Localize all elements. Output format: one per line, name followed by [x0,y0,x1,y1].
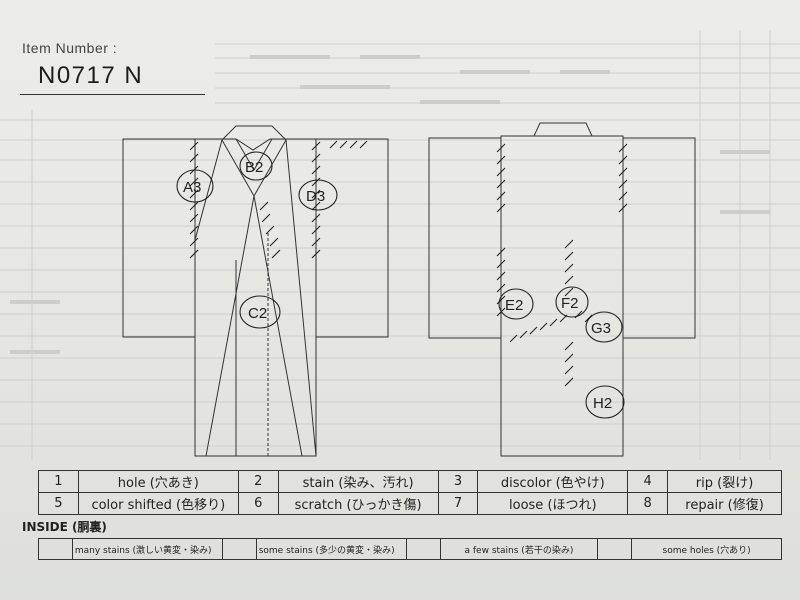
mark-a3-circle [176,169,214,203]
inside-option-label: a few stains (若干の染み) [439,538,599,560]
kimono-back-outline [428,122,696,457]
mark-f2-circle [555,286,589,318]
mark-h2-label: H2 [593,395,612,412]
kimono-front-outline [122,125,389,457]
legend-label: stain (染み、汚れ) [277,470,439,493]
legend-label: discolor (色やけ) [477,470,629,493]
mark-g3-circle [585,311,623,343]
legend-row: 5 color shifted (色移り) 6 scratch (ひっかき傷) … [38,492,782,515]
item-number-underline [20,94,205,95]
mark-c2-label: C2 [248,305,267,322]
item-number-value: N0717 N [38,62,144,89]
mark-b2-label: B2 [245,159,263,176]
mark-c2-circle [239,295,281,329]
back-damage-marks: E2 F2 G3 H2 [498,286,625,419]
mark-f2-label: F2 [561,295,579,312]
legend-number: 2 [237,470,279,493]
mark-h2-circle [585,385,625,419]
inside-check-box[interactable] [597,538,633,560]
legend-number: 7 [437,492,479,515]
inside-lining-heading: INSIDE (胴裏) [22,520,107,534]
legend-label: loose (ほつれ) [477,492,629,515]
inside-lining-row: many stains (激しい黄変・染み) some stains (多少の黄… [38,538,782,560]
legend-label: color shifted (色移り) [77,492,239,515]
inside-check-box[interactable] [221,538,257,560]
legend-label: rip (裂け) [667,470,782,493]
legend-row: 1 hole (穴あき) 2 stain (染み、汚れ) 3 discolor … [38,470,782,493]
legend-label: scratch (ひっかき傷) [277,492,439,515]
damage-legend-table: 1 hole (穴あき) 2 stain (染み、汚れ) 3 discolor … [38,470,782,515]
item-number-label: Item Number : [22,40,118,56]
inside-lining-table: many stains (激しい黄変・染み) some stains (多少の黄… [38,538,782,560]
mark-a3-label: A3 [183,179,201,196]
legend-label: repair (修復) [667,492,782,515]
mark-d3-circle [298,179,338,211]
legend-number: 8 [627,492,669,515]
front-hatch-marks [189,140,368,259]
mark-e2-circle [498,288,534,320]
legend-number: 1 [38,470,79,493]
legend-number: 6 [237,492,279,515]
inside-option-label: some holes (穴あり) [631,538,782,560]
back-hatch-marks [496,143,628,387]
inside-option-label: some stains (多少の黄変・染み) [255,538,407,560]
mark-e2-label: E2 [505,297,523,314]
legend-number: 4 [627,470,669,493]
legend-label: hole (穴あき) [77,470,239,493]
inside-check-box[interactable] [38,538,73,560]
mark-b2-circle [239,151,273,181]
mark-d3-label: D3 [306,188,325,205]
legend-number: 5 [38,492,79,515]
front-damage-marks: A3 B2 D3 C2 [176,151,338,329]
inside-check-box[interactable] [405,538,441,560]
mark-g3-label: G3 [591,320,611,337]
legend-number: 3 [437,470,479,493]
inside-option-label: many stains (激しい黄変・染み) [71,538,223,560]
